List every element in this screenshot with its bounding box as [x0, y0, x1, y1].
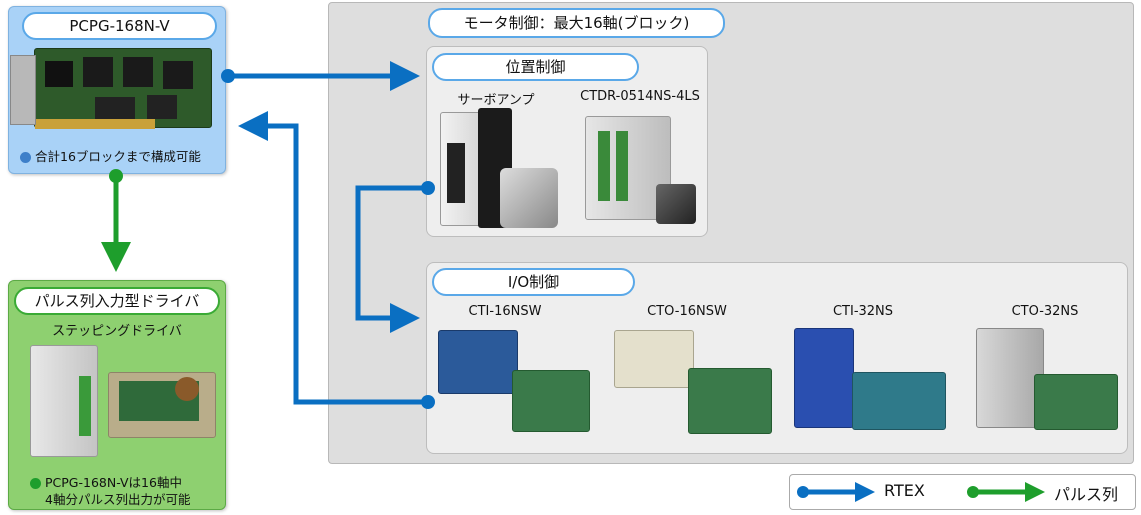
io-control-title: I/O制御	[432, 268, 635, 296]
driver-title: パルス列入力型ドライバ	[14, 287, 220, 315]
legend-pulse-label: パルス列	[1054, 485, 1119, 504]
bullet-icon	[20, 152, 31, 163]
servo-amp-label: サーボアンプ	[457, 93, 535, 108]
bullet-icon	[30, 478, 41, 489]
board-note-text: 合計16ブロックまで構成可能	[35, 149, 201, 164]
cto-16nsw-board-image	[688, 368, 772, 434]
motor-control-title: モータ制御：最大16軸(ブロック)	[428, 8, 725, 38]
servo-motor-image	[500, 168, 558, 228]
cto-32ns-label: CTO-32NS	[1011, 304, 1079, 319]
pcb-bracket-image	[10, 55, 36, 125]
pulse-arrow-to-driver	[101, 169, 131, 272]
stepping-motor-image	[656, 184, 696, 224]
ctdr-label: CTDR-0514NS-4LS	[580, 89, 700, 104]
rtex-arrow-to-board	[238, 111, 435, 409]
cti-16nsw-board-image	[512, 370, 590, 432]
cti-32ns-label: CTI-32NS	[832, 304, 894, 319]
rtex-arrow-to-position	[221, 61, 420, 91]
driver-board-image	[108, 372, 216, 438]
board-title: PCPG-168N-V	[22, 12, 217, 40]
driver-note-line2: 4軸分パルス列出力が可能	[45, 492, 191, 507]
cto-32ns-board-image	[1034, 374, 1118, 430]
cti-16nsw-label: CTI-16NSW	[468, 304, 542, 319]
driver-note: PCPG-168N-Vは16軸中	[30, 472, 182, 491]
stepping-driver-image	[30, 345, 98, 457]
rtex-arrow-position-to-io	[355, 181, 435, 333]
board-note: 合計16ブロックまで構成可能	[20, 146, 201, 165]
cto-16nsw-unit-image	[614, 330, 694, 388]
legend-pulse-icon	[967, 482, 1045, 502]
position-control-title: 位置制御	[432, 53, 639, 81]
driver-subtitle: ステッピングドライバ	[52, 324, 182, 339]
cti-32ns-board-image	[852, 372, 946, 430]
cto-16nsw-label: CTO-16NSW	[647, 304, 727, 319]
legend-lines	[797, 482, 1045, 502]
cti-16nsw-unit-image	[438, 330, 518, 394]
legend-rtex-icon	[797, 482, 875, 502]
pcb-board-image	[34, 48, 212, 129]
driver-note-line1: PCPG-168N-Vは16軸中	[45, 475, 182, 490]
legend-rtex-label: RTEX	[884, 481, 925, 500]
